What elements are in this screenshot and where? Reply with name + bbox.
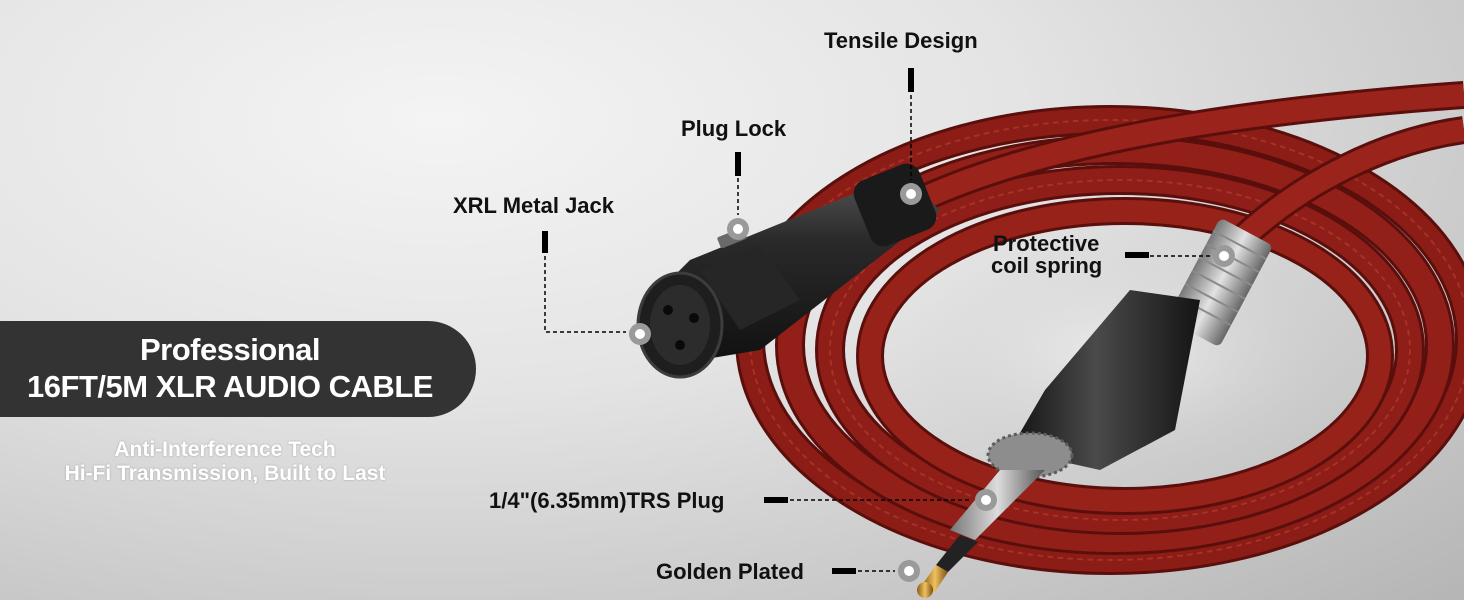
headline-banner bbox=[0, 321, 476, 417]
headline-line1: Professional bbox=[139, 332, 321, 367]
xlr-jack-label: XRL Metal Jack bbox=[453, 193, 615, 218]
xlr-female-connector bbox=[636, 163, 940, 379]
plug-lock-label: Plug Lock bbox=[681, 116, 787, 141]
trs-plug bbox=[917, 219, 1272, 598]
headline-line2: 16FT/5M XLR AUDIO CABLE bbox=[27, 369, 433, 404]
trs-plug-label: 1/4"(6.35mm)TRS Plug bbox=[489, 488, 725, 513]
coil-spring-label-line2: coil spring bbox=[991, 253, 1103, 278]
golden-plated-label: Golden Plated bbox=[656, 559, 804, 584]
feature-line2: Hi-Fi Transmission, Built to Last bbox=[64, 462, 386, 485]
feature-line1: Anti-Interference Tech bbox=[114, 438, 336, 461]
tensile-design-label: Tensile Design bbox=[824, 28, 978, 53]
callout-markers bbox=[542, 68, 1235, 582]
coil-spring-label-line1: Protective bbox=[993, 231, 1100, 256]
